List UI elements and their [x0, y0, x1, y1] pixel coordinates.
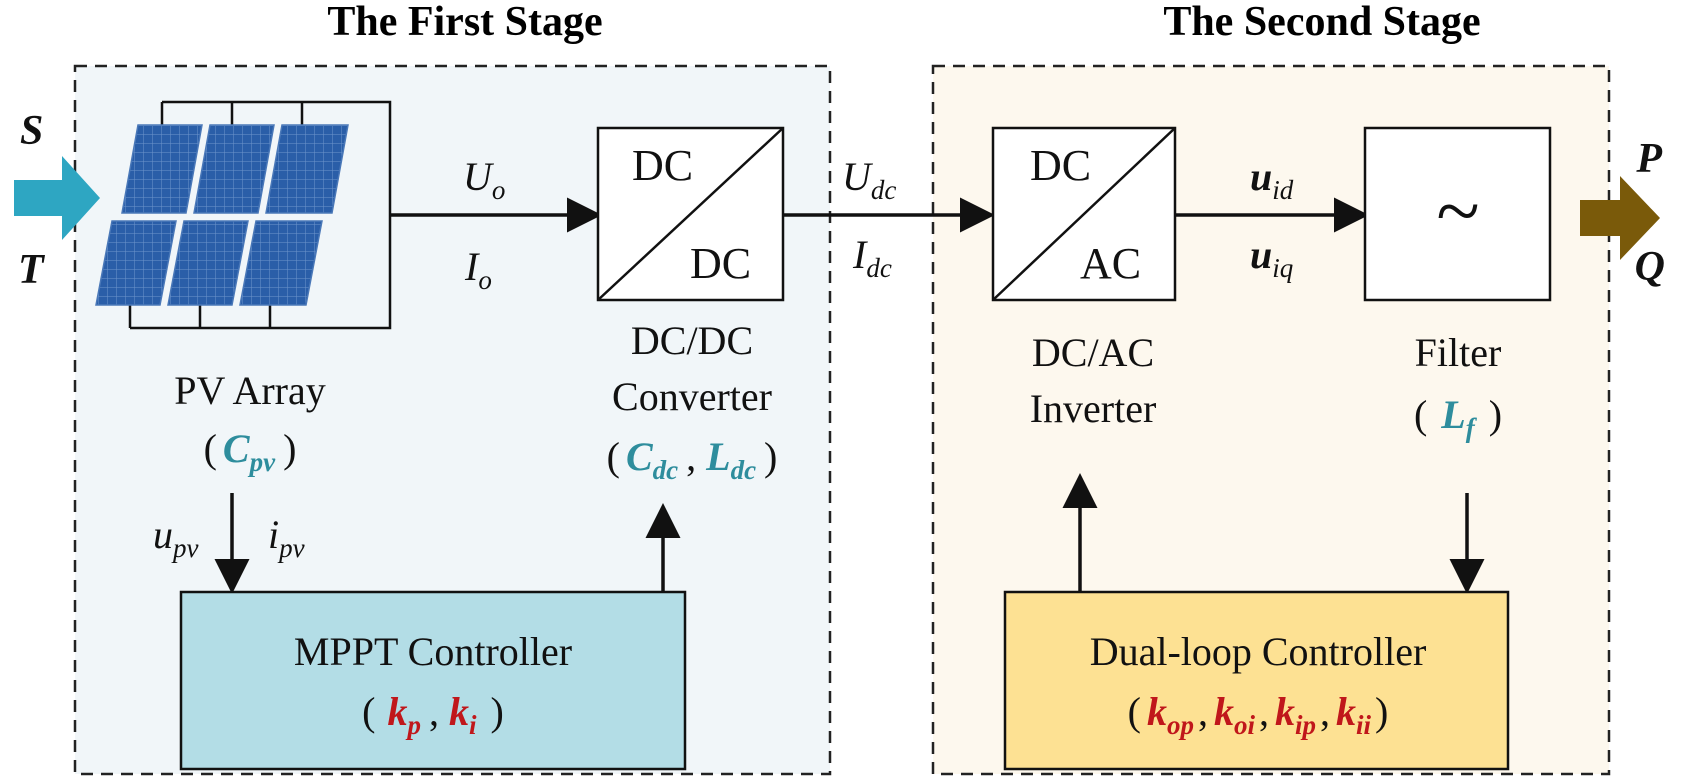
dcdc-name-line1: DC/DC	[631, 318, 753, 363]
dual-loop-controller-block	[1003, 590, 1510, 771]
mppt-name: MPPT Controller	[294, 629, 572, 674]
input-t-label: T	[18, 247, 46, 293]
mppt-params: (kp,ki)	[362, 689, 504, 740]
dcdc-top-label: DC	[632, 141, 693, 190]
second-stage-title: The Second Stage	[1163, 0, 1480, 45]
output-arrow	[1580, 176, 1660, 260]
first-stage-title: The First Stage	[327, 0, 602, 45]
filter-param: (Lf)	[1414, 392, 1502, 443]
pv-panel-icon	[265, 124, 349, 214]
dual-loop-name: Dual-loop Controller	[1090, 629, 1427, 674]
dcac-name-line2: Inverter	[1030, 386, 1157, 431]
output-q-label: Q	[1635, 244, 1665, 290]
filter-symbol: ~	[1436, 168, 1479, 256]
filter-block	[1363, 126, 1552, 302]
input-s-label: S	[20, 108, 43, 154]
pv-panel-icon	[167, 220, 249, 306]
input-arrow	[14, 156, 100, 240]
ipv-label: ipv	[268, 512, 305, 563]
pv-array-name: PV Array	[174, 368, 325, 413]
io-label: Io	[464, 244, 492, 295]
dual-loop-params: (kop,koi,kip,kii)	[1128, 689, 1389, 740]
pv-panel-icon	[121, 124, 203, 214]
uo-label: Uo	[463, 154, 505, 205]
dcdc-params: (Cdc,Ldc)	[607, 434, 778, 485]
pv-panel-icon	[239, 220, 323, 306]
filter-name: Filter	[1415, 330, 1502, 375]
pv-panel-icon	[193, 124, 275, 214]
uiq-label: uiq	[1250, 232, 1293, 283]
upv-label: upv	[153, 512, 199, 563]
dcac-top-label: DC	[1030, 141, 1091, 190]
dcdc-name-line2: Converter	[612, 374, 772, 419]
pv-array-param: (Cpv)	[204, 426, 297, 477]
mppt-controller-block	[179, 590, 687, 771]
idc-label: Idc	[852, 232, 892, 283]
uid-label: uid	[1250, 154, 1294, 205]
dcdc-diagonal	[597, 127, 784, 301]
dcdc-bottom-label: DC	[690, 239, 751, 288]
pv-panels	[95, 124, 349, 306]
pv-panel-icon	[95, 220, 177, 306]
udc-label: Udc	[842, 154, 896, 205]
output-p-label: P	[1635, 136, 1662, 182]
dcac-diagonal	[992, 127, 1176, 301]
dcac-name-line1: DC/AC	[1032, 330, 1154, 375]
dcac-bottom-label: AC	[1080, 239, 1141, 288]
